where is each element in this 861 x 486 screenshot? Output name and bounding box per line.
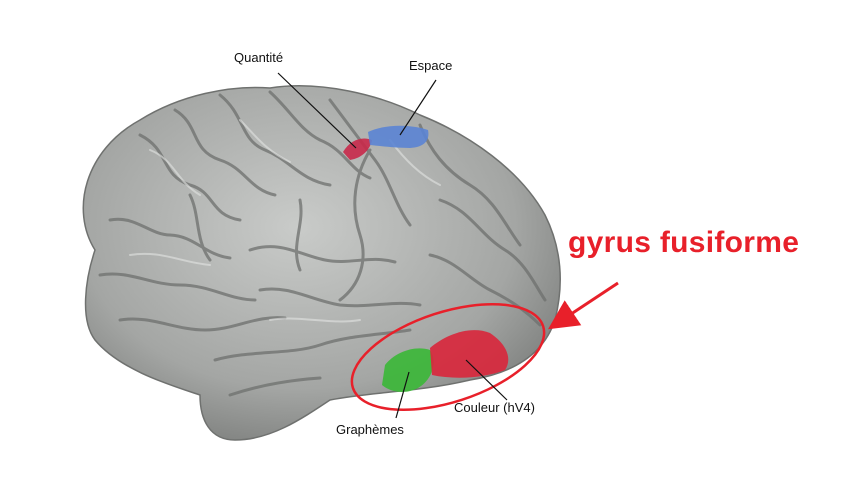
callout-arrow [553,283,618,326]
space-region [368,126,428,148]
color-label: Couleur (hV4) [454,400,535,415]
quantity-label: Quantité [234,50,283,65]
fusiform-gyrus-title: gyrus fusiforme [568,226,799,260]
brain-cortex [83,86,560,440]
graphemes-label: Graphèmes [336,422,404,437]
space-label: Espace [409,58,452,73]
